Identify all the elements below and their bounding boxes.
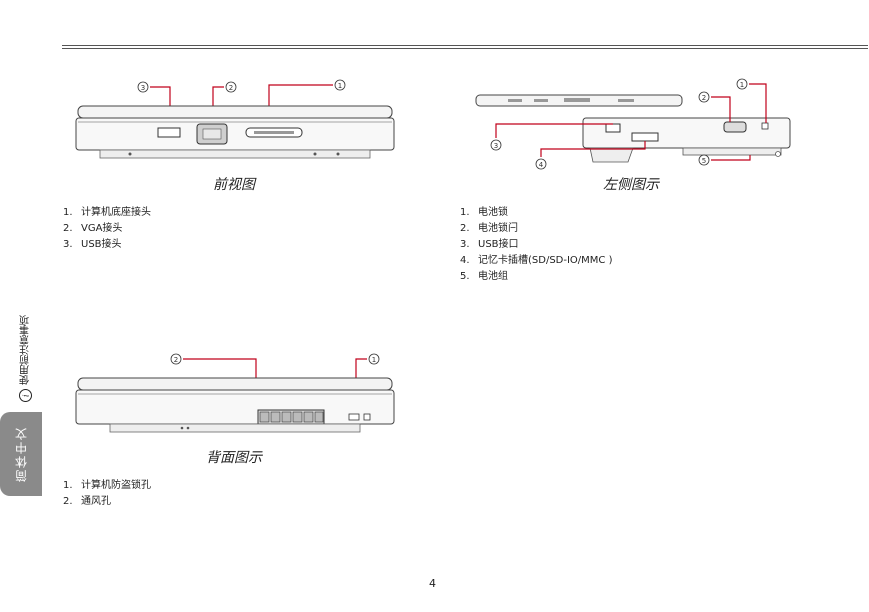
left-callout-1: 1 (736, 78, 767, 123)
left-view-caption: 左侧图示 (603, 177, 659, 193)
list-item: 5.电池组 (460, 271, 508, 282)
back-laptop-body (75, 377, 395, 433)
left-callout-4: 4 (535, 141, 646, 170)
language-tab[interactable]: 简体中文 (0, 412, 42, 496)
back-view-caption: 背面图示 (206, 450, 262, 466)
front-callout-3-label: 3 (141, 84, 145, 92)
list-item: 2.电池锁闩 (460, 223, 518, 234)
list-item: 1.计算机底座接头 (63, 207, 151, 218)
section-title: i 使用前注意事项 (18, 292, 34, 402)
left-callout-5-label: 5 (702, 157, 706, 165)
front-laptop-body (75, 105, 395, 159)
left-view-figure: 1 2 3 4 5 (475, 78, 791, 170)
left-callout-3-label: 3 (494, 142, 498, 150)
list-item: 2.通风孔 (63, 496, 111, 507)
front-view-caption: 前视图 (213, 177, 255, 193)
left-callout-2: 2 (698, 91, 731, 122)
front-callout-1-label: 1 (338, 82, 342, 90)
list-item: 1.电池锁 (460, 207, 508, 218)
front-callout-2-label: 2 (229, 84, 233, 92)
left-callout-1-label: 1 (740, 81, 744, 89)
list-item: 4.记忆卡插槽(SD/SD-IO/MMC ) (460, 255, 613, 266)
header-rule-2 (62, 48, 868, 49)
left-callout-5: 5 (698, 154, 751, 166)
left-callout-4-label: 4 (539, 161, 544, 169)
list-item: 1.计算机防盗锁孔 (63, 480, 151, 491)
info-icon: i (19, 389, 33, 402)
left-callout-2-label: 2 (702, 94, 706, 102)
left-callout-3: 3 (490, 123, 613, 151)
page-number: 4 (429, 577, 436, 590)
section-title-text: 使用前注意事项 (20, 315, 32, 385)
back-view-figure: 2 1 (75, 353, 395, 433)
header-rule-1 (62, 45, 868, 46)
front-view-figure: 3 2 1 (75, 79, 395, 159)
back-view-list: 1.计算机防盗锁孔 2.通风孔 (63, 478, 151, 510)
front-view-list: 1.计算机底座接头 2.VGA接头 3.USB接头 (63, 205, 151, 253)
list-item: 3.USB接口 (460, 239, 519, 250)
back-callout-2-label: 2 (174, 356, 178, 364)
list-item: 3.USB接头 (63, 239, 122, 250)
left-view-list: 1.电池锁 2.电池锁闩 3.USB接口 4.记忆卡插槽(SD/SD-IO/MM… (460, 205, 612, 285)
left-laptop-body (475, 94, 791, 163)
list-item: 2.VGA接头 (63, 223, 123, 234)
back-callout-1-label: 1 (372, 356, 376, 364)
